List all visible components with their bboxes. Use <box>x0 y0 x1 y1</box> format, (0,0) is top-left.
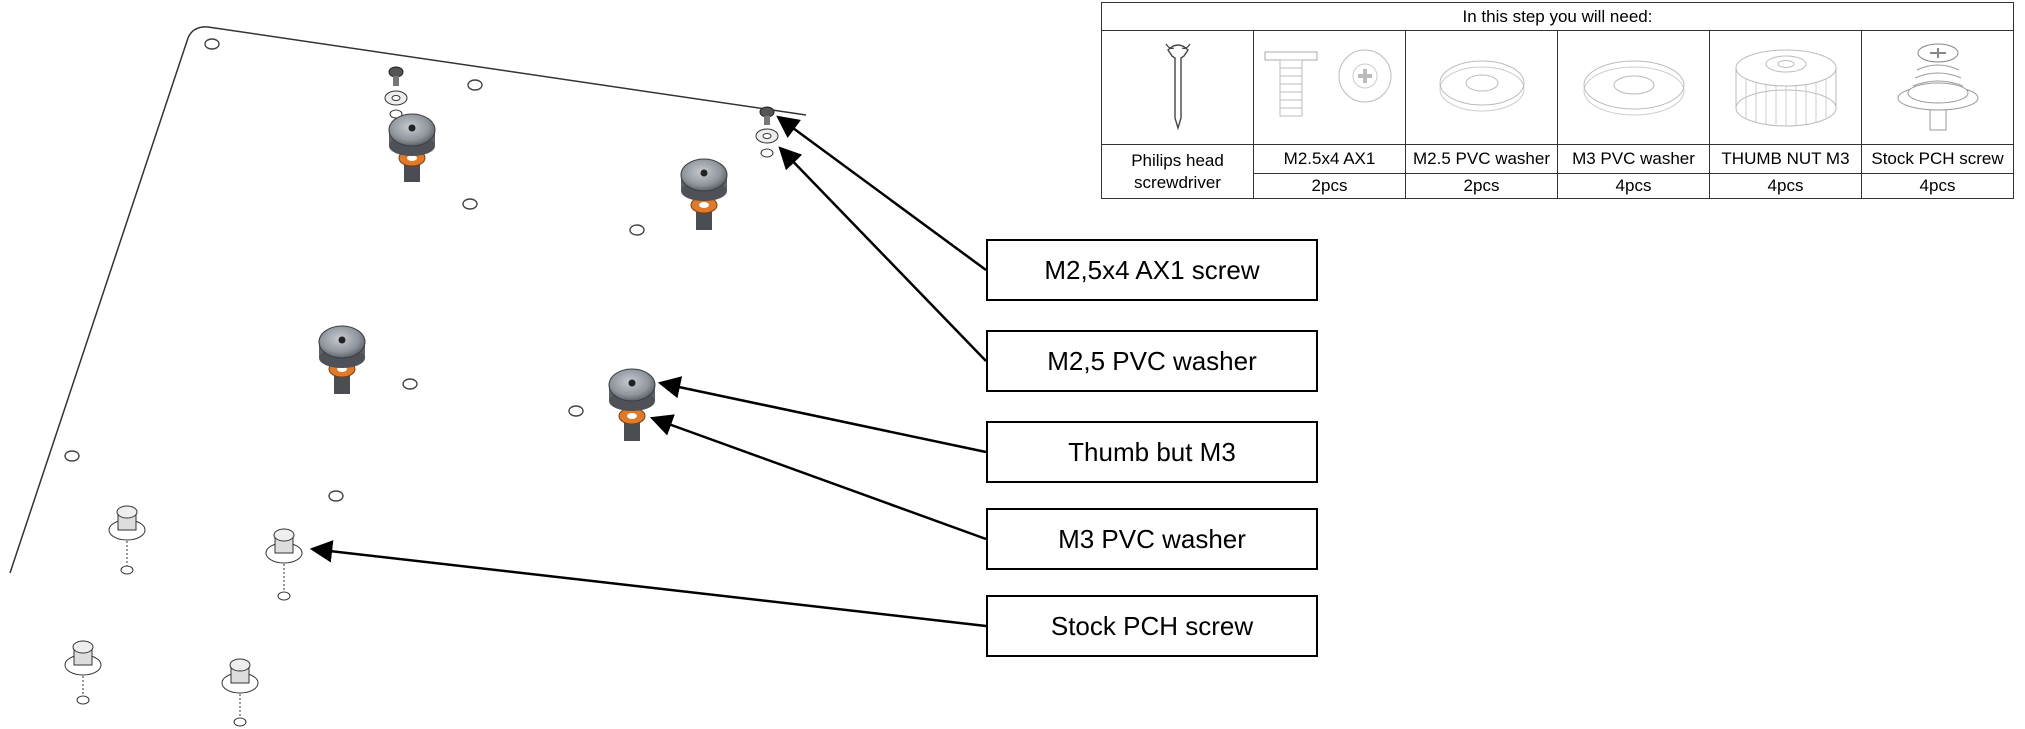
callout-label: M3 PVC washer <box>1058 523 1246 554</box>
m25-screw-stack-right <box>755 106 779 158</box>
callout-label: M2,5 PVC washer <box>1047 345 1257 376</box>
pch-screw-4 <box>221 658 259 727</box>
part-name-cell: M2.5 PVC washer <box>1405 144 1558 174</box>
thumb-nut-stack-3 <box>318 325 366 394</box>
part-image-cell <box>1405 30 1558 145</box>
callout-m25-screw: M2,5x4 AX1 screw <box>986 239 1318 301</box>
arrow-thumb-nut <box>657 376 987 454</box>
part-name-line: Philips head <box>1131 150 1224 170</box>
part-name-line: screwdriver <box>1134 172 1221 192</box>
callout-thumb-nut: Thumb but M3 <box>986 421 1318 483</box>
callout-m25-washer: M2,5 PVC washer <box>986 330 1318 392</box>
screwdriver-icon <box>1165 43 1190 130</box>
plate-holes <box>64 38 645 502</box>
arrow-pch-screw <box>309 540 987 628</box>
plate-outline <box>9 26 807 574</box>
part-name-cell: M3 PVC washer <box>1557 144 1710 174</box>
callout-label: Thumb but M3 <box>1068 436 1236 467</box>
part-image-cell <box>1709 30 1862 145</box>
part-name-cell: Philips head screwdriver <box>1101 144 1254 199</box>
thumb-nut-icon <box>1735 49 1836 126</box>
table-header: In this step you will need: <box>1101 2 2014 31</box>
part-image-cell <box>1557 30 1710 145</box>
thumb-nut-stack-4 <box>608 368 656 441</box>
part-image-cell <box>1861 30 2014 145</box>
part-qty-cell: 4pcs <box>1557 173 1710 199</box>
arrow-m25-washer <box>778 146 987 362</box>
parts-qty-row: 2pcs 2pcs 4pcs 4pcs 4pcs <box>1102 173 2014 199</box>
part-qty-cell: 2pcs <box>1253 173 1406 199</box>
arrow-m25-screw <box>776 115 987 272</box>
m3-washer-icon <box>1583 60 1684 116</box>
callout-m3-washer: M3 PVC washer <box>986 508 1318 570</box>
parts-table: In this step you will need: <box>1101 2 2014 199</box>
arrow-m3-washer <box>649 414 987 541</box>
callout-pch-screw: Stock PCH screw <box>986 595 1318 657</box>
pch-screw-2 <box>265 528 303 601</box>
part-image-cell <box>1253 30 1406 145</box>
pch-screw-1 <box>108 505 146 575</box>
m25-washer-icon <box>1439 60 1524 112</box>
part-name-cell: THUMB NUT M3 <box>1709 144 1862 174</box>
leader-arrows <box>309 115 987 628</box>
parts-image-row <box>1101 30 2014 145</box>
part-name-cell: Stock PCH screw <box>1861 144 2014 174</box>
part-qty-cell: 4pcs <box>1709 173 1862 199</box>
callout-label: M2,5x4 AX1 screw <box>1044 254 1260 285</box>
thumb-nut-stack-1 <box>388 113 436 182</box>
pch-screw-icon <box>1897 43 1978 130</box>
m25-screw-icon <box>1264 49 1391 117</box>
part-qty-cell: 4pcs <box>1861 173 2014 199</box>
part-qty-cell: 2pcs <box>1405 173 1558 199</box>
parts-name-row: Philips head screwdriver M2.5x4 AX1 M2.5… <box>1101 144 2014 199</box>
pch-screw-3 <box>64 640 102 705</box>
part-name-cell: M2.5x4 AX1 <box>1253 144 1406 174</box>
thumb-nut-stack-2 <box>680 158 728 230</box>
callout-label: Stock PCH screw <box>1050 610 1254 641</box>
m25-screw-stack-left <box>384 66 408 119</box>
part-image-cell <box>1101 30 1254 145</box>
